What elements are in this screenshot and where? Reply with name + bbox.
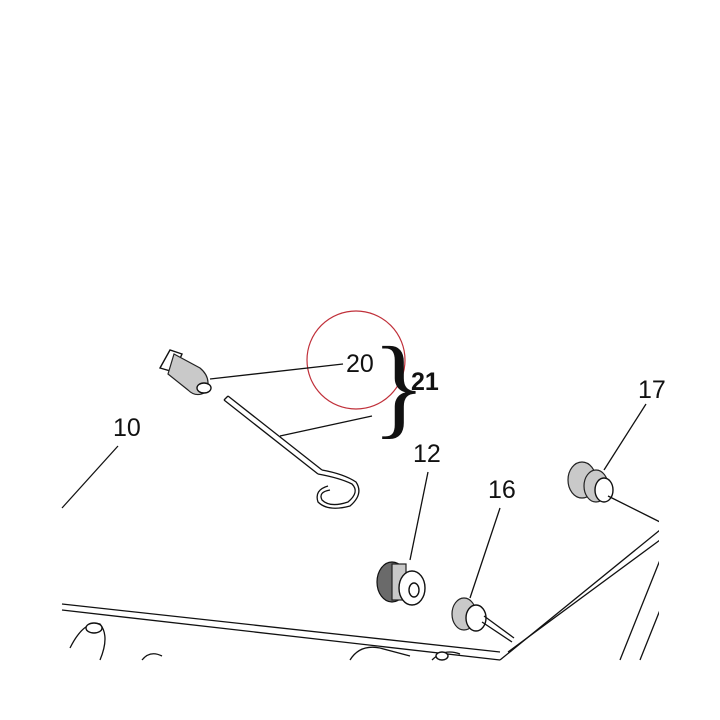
leader-21	[279, 415, 373, 437]
leader-12	[409, 471, 429, 561]
callout-17: 17	[638, 376, 666, 404]
part-16-grommet	[451, 597, 515, 643]
part-10-frame	[61, 529, 661, 661]
highlight-circle	[306, 310, 406, 410]
leader-10	[61, 445, 119, 509]
callout-21: 21	[411, 368, 439, 396]
leader-16	[469, 507, 501, 599]
part-21-rod	[223, 395, 360, 509]
callout-20: 20	[346, 350, 374, 378]
leader-20	[209, 363, 344, 380]
leader-17	[603, 403, 647, 471]
callout-10: 10	[113, 414, 141, 442]
callout-16: 16	[488, 476, 516, 504]
group-brace: }	[372, 325, 426, 449]
callout-12: 12	[413, 440, 441, 468]
part-20-boot	[158, 349, 212, 396]
part-12-bushing	[376, 561, 426, 606]
part-17-grommet	[567, 461, 661, 523]
